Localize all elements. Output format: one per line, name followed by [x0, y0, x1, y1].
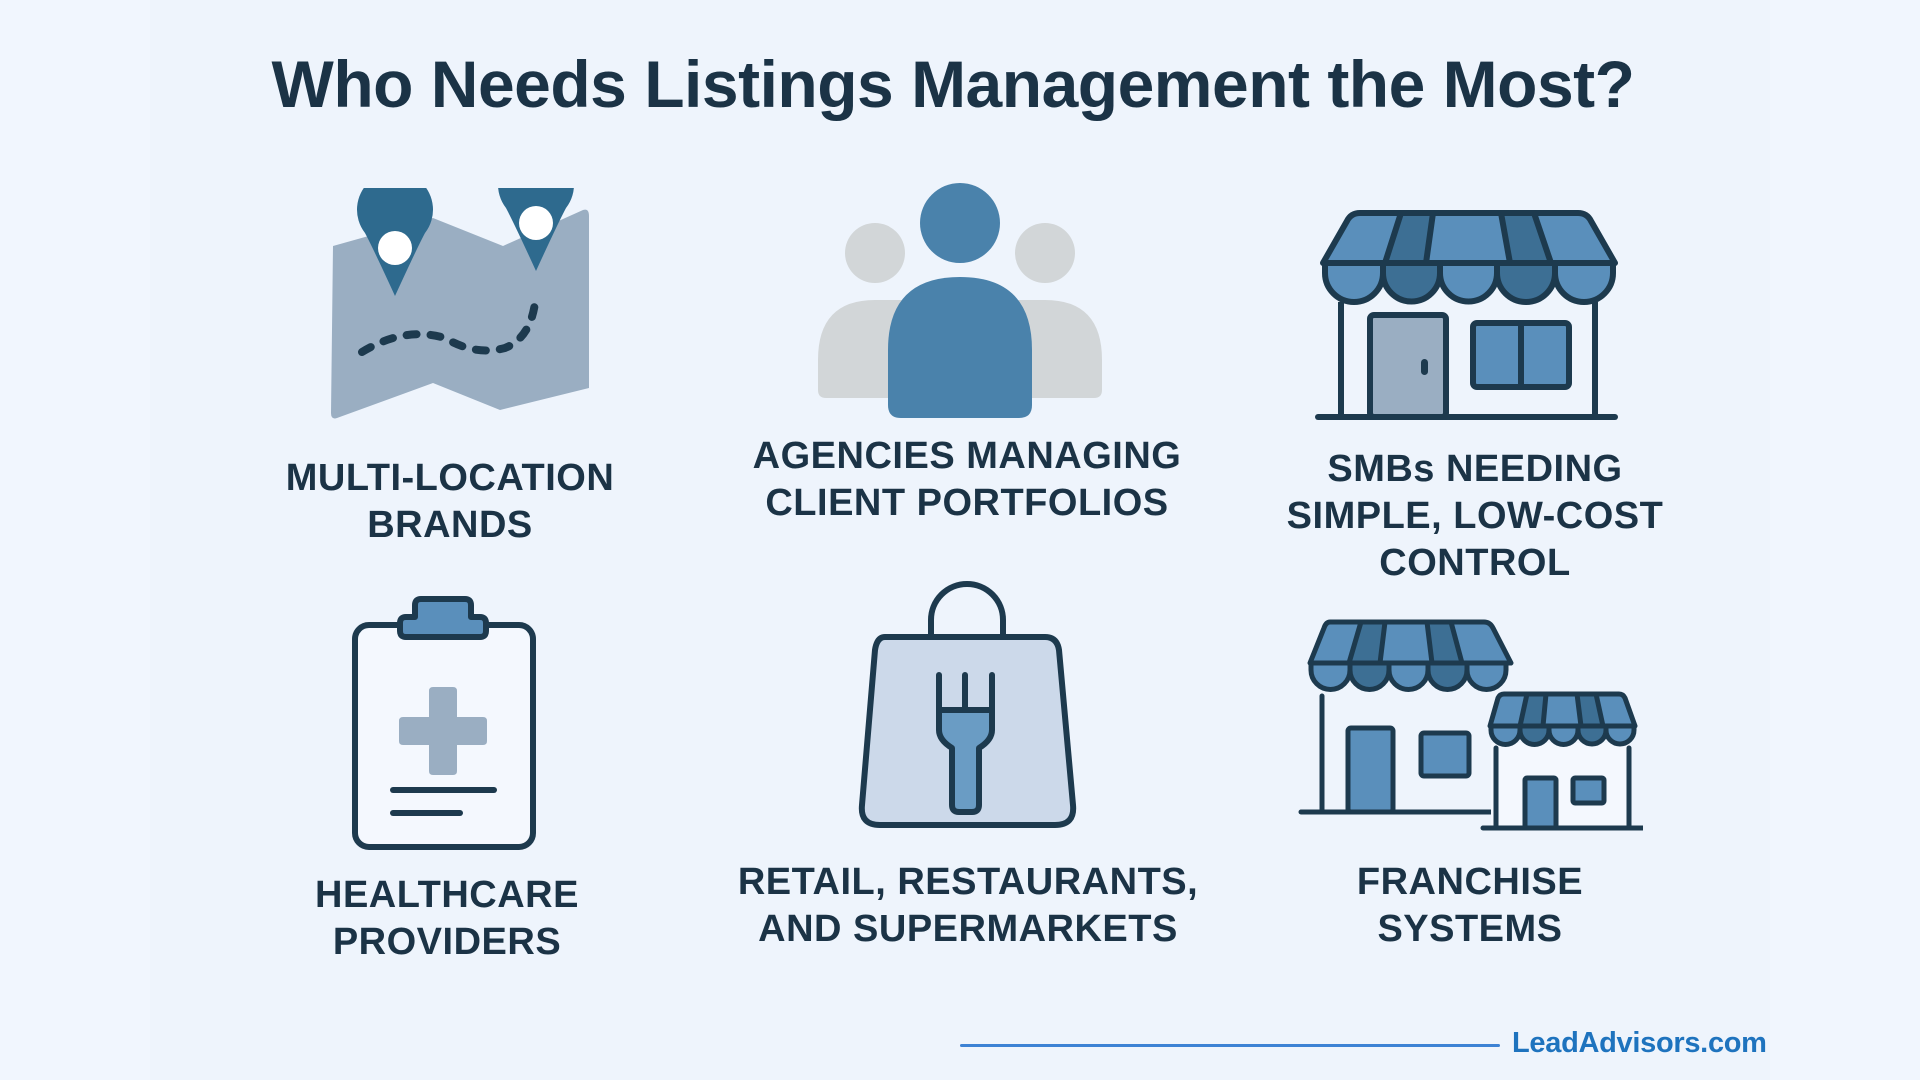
storefront-icon	[1315, 210, 1618, 420]
map-pins-icon	[331, 188, 589, 419]
segment-label-multi-location: MULTI-LOCATION BRANDS	[286, 455, 615, 549]
footer-divider-line	[960, 1044, 1500, 1047]
shopping-bag-fork-icon	[858, 581, 1077, 828]
label-line: SYSTEMS	[1377, 908, 1563, 950]
label-line: AGENCIES MANAGING	[752, 435, 1182, 477]
label-line: AND SUPERMARKETS	[758, 908, 1178, 950]
label-line: SIMPLE, LOW-COST	[1286, 495, 1664, 537]
segment-label-franchise: FRANCHISE SYSTEMS	[1357, 859, 1583, 953]
label-line: BRANDS	[367, 504, 533, 546]
label-line: CONTROL	[1379, 542, 1571, 584]
label-line: RETAIL, RESTAURANTS,	[737, 861, 1199, 903]
franchise-stores-icon	[1298, 619, 1643, 831]
people-group-icon	[818, 183, 1102, 418]
label-line: PROVIDERS	[332, 921, 562, 963]
medical-clipboard-icon	[352, 596, 536, 850]
label-line: CLIENT PORTFOLIOS	[765, 482, 1169, 524]
segment-label-healthcare: HEALTHCARE PROVIDERS	[315, 872, 579, 966]
footer-brand-link[interactable]: LeadAdvisors.com	[1512, 1027, 1767, 1059]
content-panel	[150, 0, 1770, 1080]
segment-label-smbs: SMBs NEEDING SIMPLE, LOW-COST CONTROL	[1287, 446, 1664, 587]
label-line: FRANCHISE	[1356, 861, 1584, 903]
label-line: MULTI-LOCATION	[285, 457, 615, 499]
label-line: SMBs NEEDING	[1327, 448, 1623, 490]
segment-label-retail: RETAIL, RESTAURANTS, AND SUPERMARKETS	[738, 859, 1198, 953]
label-line: HEALTHCARE	[315, 874, 579, 916]
segment-label-agencies: AGENCIES MANAGING CLIENT PORTFOLIOS	[753, 433, 1182, 527]
page-title: Who Needs Listings Management the Most?	[271, 47, 1635, 121]
